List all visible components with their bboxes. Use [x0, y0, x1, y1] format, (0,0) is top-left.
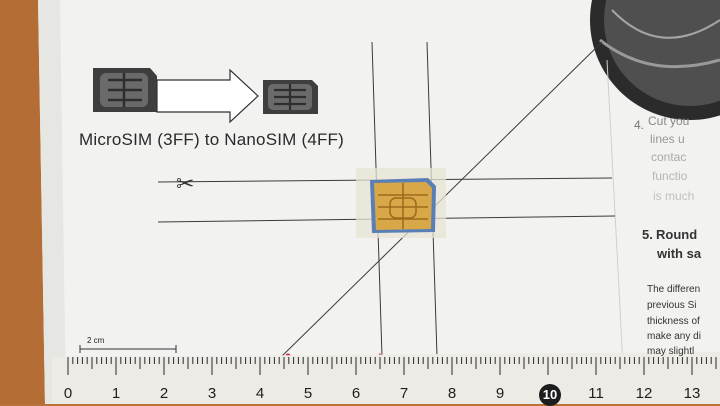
note-line-3: thickness of — [647, 316, 700, 327]
conversion-arrow — [156, 68, 259, 124]
ruler-number-0: 0 — [63, 385, 73, 402]
ruler-number-2: 2 — [159, 385, 169, 402]
ruler-number-13: 13 — [683, 385, 701, 402]
step-5-number: 5. — [642, 227, 653, 242]
page-fold-line — [606, 59, 626, 404]
nanosim-card — [370, 178, 436, 233]
scale-bar-label: 2 cm — [87, 336, 105, 345]
step-4-line-3: contac — [651, 150, 687, 164]
ruler-highlight-10: 10 — [539, 384, 561, 406]
step-4-line-4: functio — [652, 169, 688, 183]
ruler-number-1: 1 — [111, 385, 121, 402]
ruler-number-7: 7 — [399, 385, 409, 402]
note-line-1: The differen — [647, 284, 701, 295]
step-4-number: 4. — [634, 118, 645, 132]
ruler-number-12: 12 — [635, 385, 653, 402]
ruler-number-11: 11 — [588, 385, 604, 402]
ruler-number-4: 4 — [255, 385, 265, 402]
sim-holder-disc — [590, 0, 720, 120]
step-4-line-1: Cut you — [648, 114, 690, 128]
step-5-line-1: Round — [656, 227, 698, 242]
ruler-number-3: 3 — [207, 385, 217, 402]
ruler-number-5: 5 — [303, 385, 313, 402]
microsim-diagram — [93, 68, 157, 112]
step-4-line-2: lines u — [650, 132, 685, 146]
diagram-title: MicroSIM (3FF) to NanoSIM (4FF) — [79, 130, 345, 149]
scale-bar — [79, 345, 177, 353]
step-4-line-5: is much — [653, 189, 695, 203]
note-line-4: make any di — [647, 331, 701, 342]
note-line-5: may slightl — [647, 346, 695, 357]
ruler-number-9: 9 — [495, 385, 505, 402]
paper-shadow — [38, 0, 66, 404]
nanosim-diagram — [263, 80, 318, 114]
ruler — [52, 352, 720, 404]
step-5-line-2: with sa — [657, 246, 702, 261]
ruler-number-6: 6 — [351, 385, 361, 402]
ruler-number-10: 10 — [542, 386, 558, 402]
note-line-2: previous Si — [647, 300, 697, 311]
ruler-number-8: 8 — [447, 385, 457, 402]
scissors-icon: ✂ — [176, 171, 195, 196]
